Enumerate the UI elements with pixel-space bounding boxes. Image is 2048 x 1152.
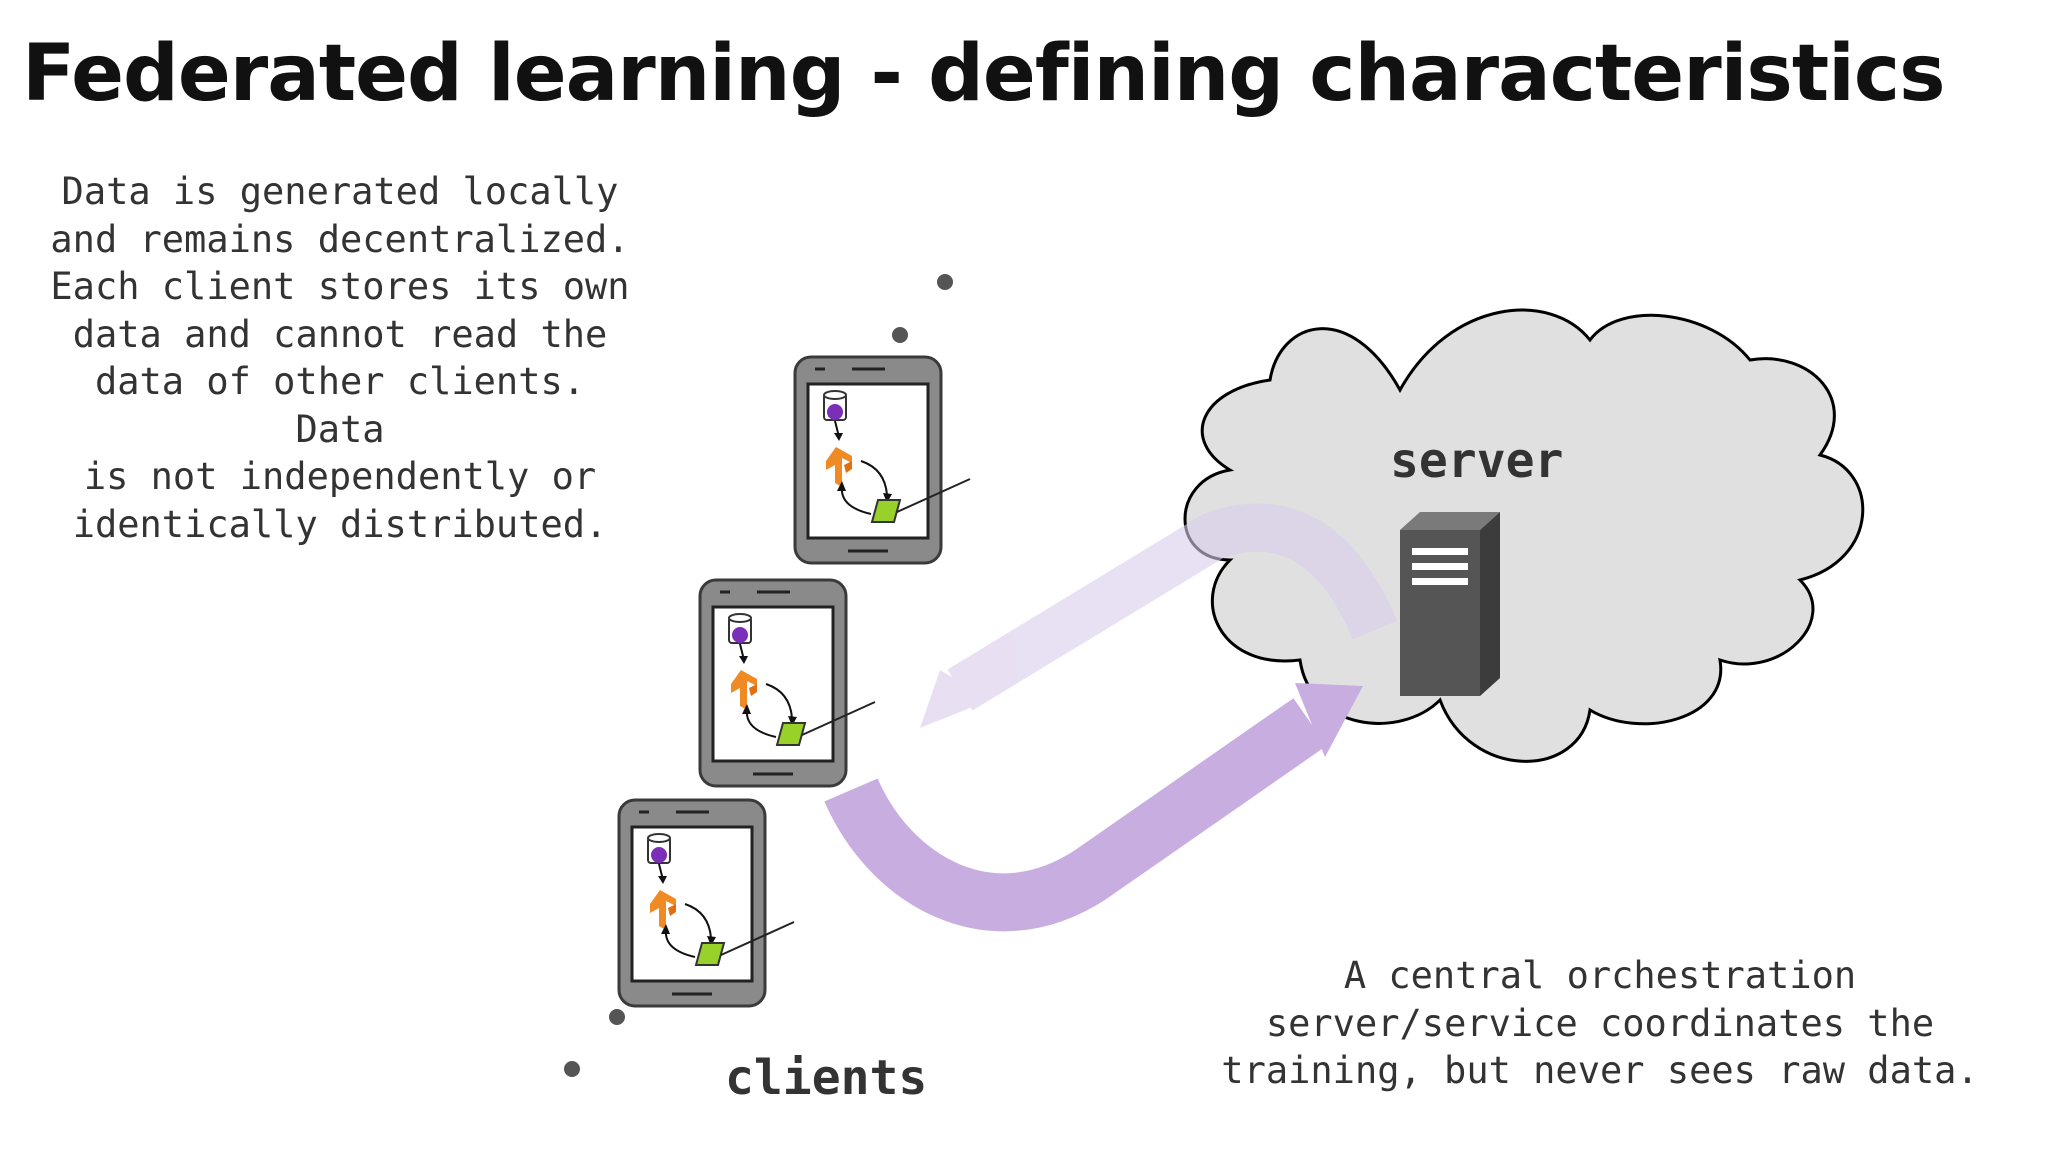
server-icon <box>1400 512 1500 696</box>
upload-arrow <box>824 683 1363 932</box>
page-title: Federated learning - defining characteri… <box>22 29 1946 119</box>
server-label: server <box>1390 433 1564 489</box>
phone-icon <box>698 578 877 788</box>
download-arrow <box>920 503 1398 728</box>
phone-icon <box>793 355 972 565</box>
data-description: Data is generated locally and remains de… <box>50 170 630 546</box>
cloud-icon <box>1183 308 1865 763</box>
server-description: A central orchestration server/service c… <box>1221 954 1979 1092</box>
dots <box>564 274 953 1077</box>
phone-icon <box>617 798 796 1008</box>
clients-label: clients <box>725 1050 928 1106</box>
